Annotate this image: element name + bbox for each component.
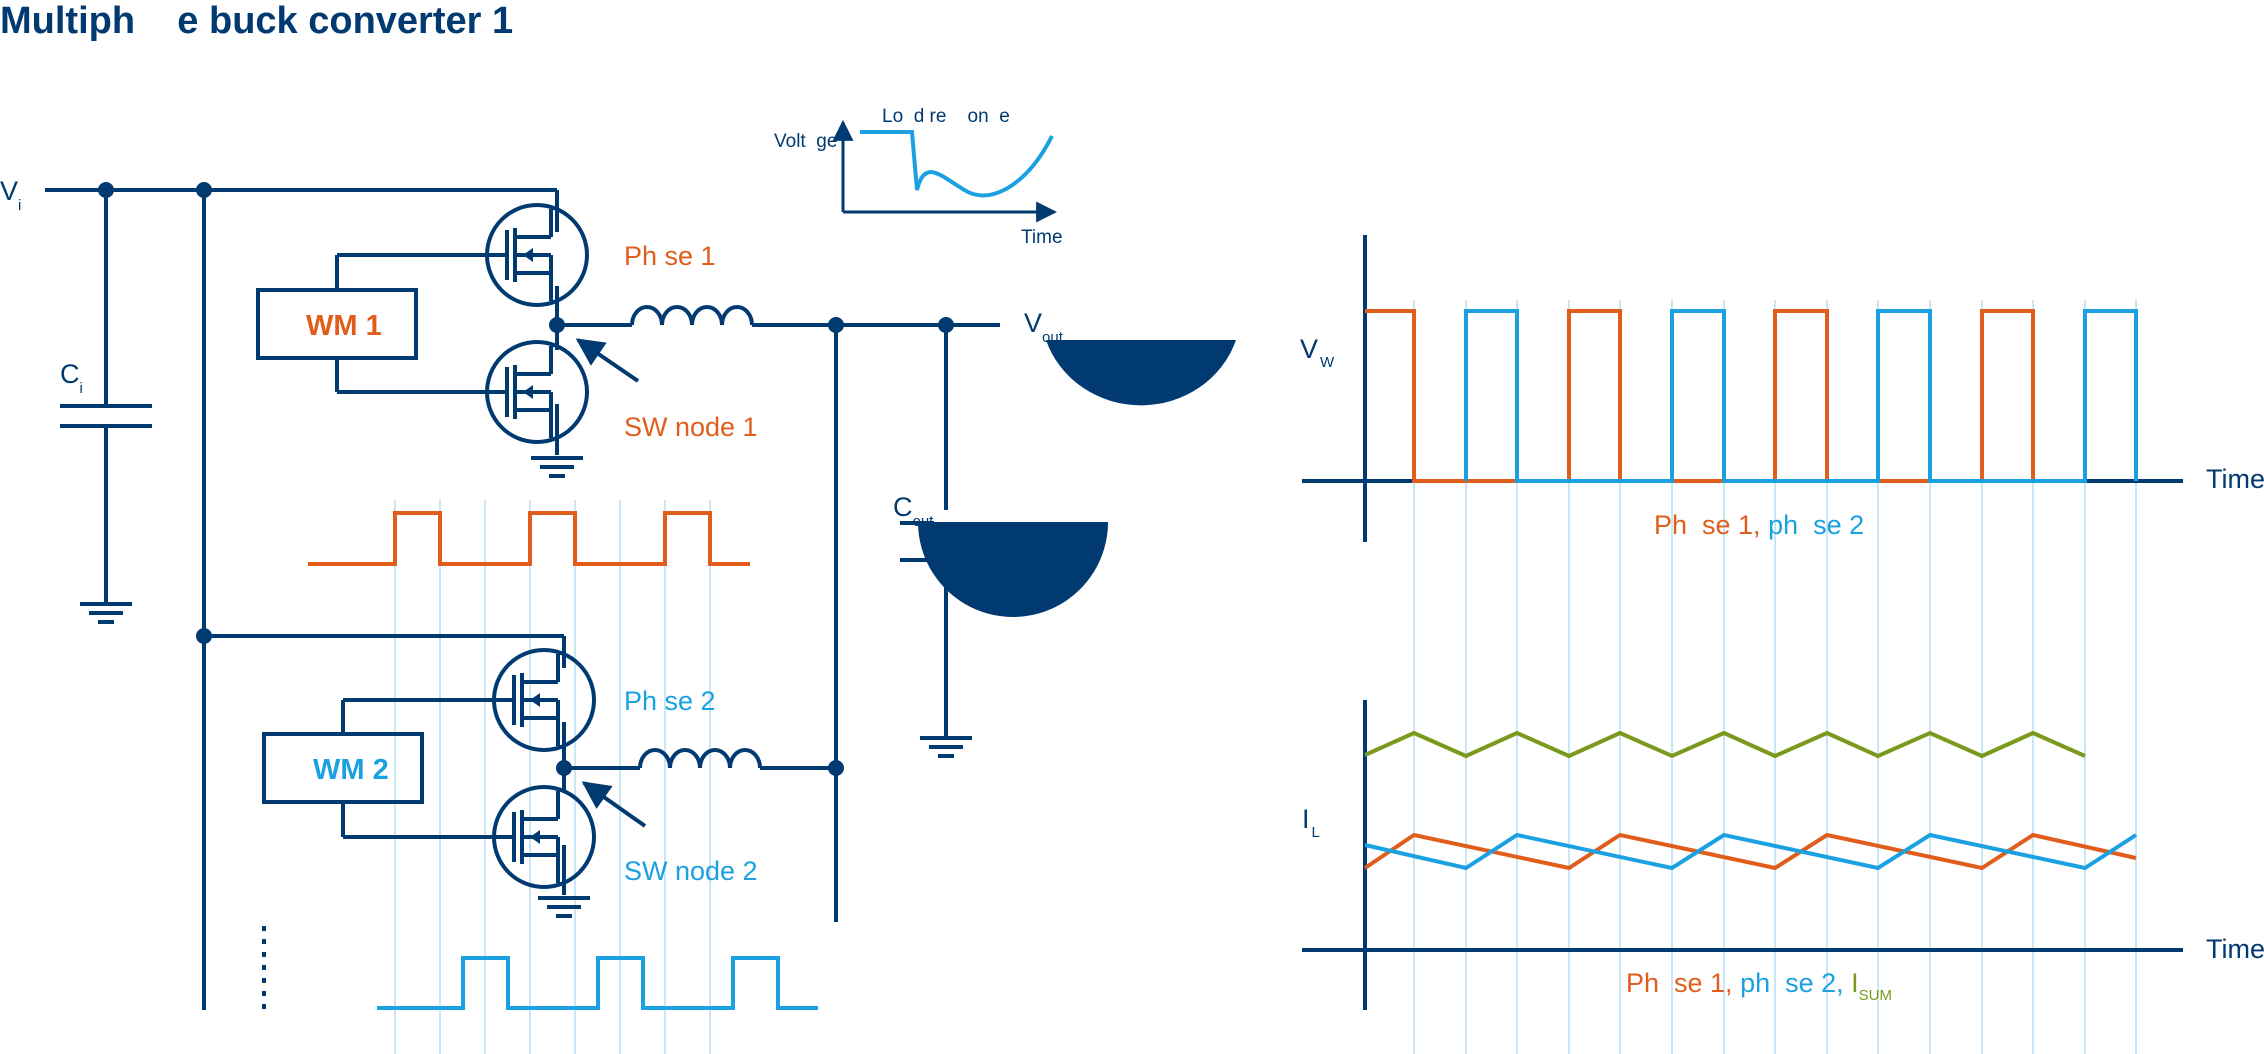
- cin-label: Ci: [60, 359, 83, 397]
- decorative-half-disc-1: [1046, 340, 1236, 406]
- junction-dot: [98, 182, 114, 198]
- inset-title: Lo d re on e: [882, 106, 1010, 127]
- junction-dot: [196, 628, 212, 644]
- decorative-half-disc-2: [918, 522, 1108, 617]
- vsw-phase2-waveform: [1464, 309, 2138, 483]
- cout-label: Cout: [893, 492, 934, 530]
- low-side-mosfet-2: [492, 785, 596, 889]
- grounds: [80, 456, 972, 918]
- junction-dot: [828, 760, 844, 776]
- pwm2-label: WM 2: [313, 754, 389, 786]
- junction-dot: [196, 182, 212, 198]
- vsw-caption: Ph se 1, ph se 2: [1654, 510, 1864, 540]
- il-phase1-waveform: [1363, 832, 2137, 871]
- sw2-waveform: [377, 956, 818, 1010]
- phase1-label: Ph se 1: [624, 241, 716, 271]
- page-title: Multiph e buck converter 1: [0, 0, 514, 42]
- pwm1-block: [256, 288, 418, 360]
- mosfets: [485, 203, 596, 889]
- il-time-label: Time: [2206, 934, 2264, 964]
- vsw-time-label: Time: [2206, 464, 2264, 494]
- load-response-inset: Lo d re on e Volt ge Time: [774, 106, 1063, 248]
- ground-phase2: [538, 896, 590, 918]
- inset-ylabel: Volt ge: [774, 131, 837, 152]
- vsw-phase1-waveform: [1365, 309, 2085, 483]
- ground-cout: [920, 736, 972, 758]
- sw2-pointer: [581, 781, 647, 828]
- sw2-label: SW node 2: [624, 856, 758, 886]
- junction-dot: [556, 760, 572, 776]
- pwm2-block: [262, 732, 424, 804]
- schematic: [45, 188, 1000, 1010]
- ground-cin: [80, 602, 132, 624]
- load-response-curve: [860, 130, 1054, 198]
- ground-phase1: [531, 456, 583, 478]
- il-caption: Ph se 1, ph se 2, ISUM: [1626, 968, 1892, 1004]
- vout-label: Vout: [1024, 308, 1064, 346]
- high-side-mosfet-2: [492, 648, 596, 752]
- vin-label: Vi: [0, 176, 21, 214]
- pwm1-label: WM 1: [306, 310, 382, 342]
- low-side-mosfet-1: [485, 340, 589, 444]
- sw1-pointer: [575, 338, 640, 383]
- junction-dot: [549, 317, 565, 333]
- phase2-label: Ph se 2: [624, 686, 716, 716]
- junction-dot: [938, 317, 954, 333]
- inset-xlabel: Time: [1021, 227, 1063, 248]
- junction-dots: [98, 182, 954, 776]
- junction-dot: [828, 317, 844, 333]
- sw1-label: SW node 1: [624, 412, 758, 442]
- sw1-waveform: [308, 511, 750, 566]
- il-sum-waveform: [1364, 730, 2086, 759]
- high-side-mosfet-1: [485, 203, 589, 307]
- il-phase2-waveform: [1364, 832, 2138, 871]
